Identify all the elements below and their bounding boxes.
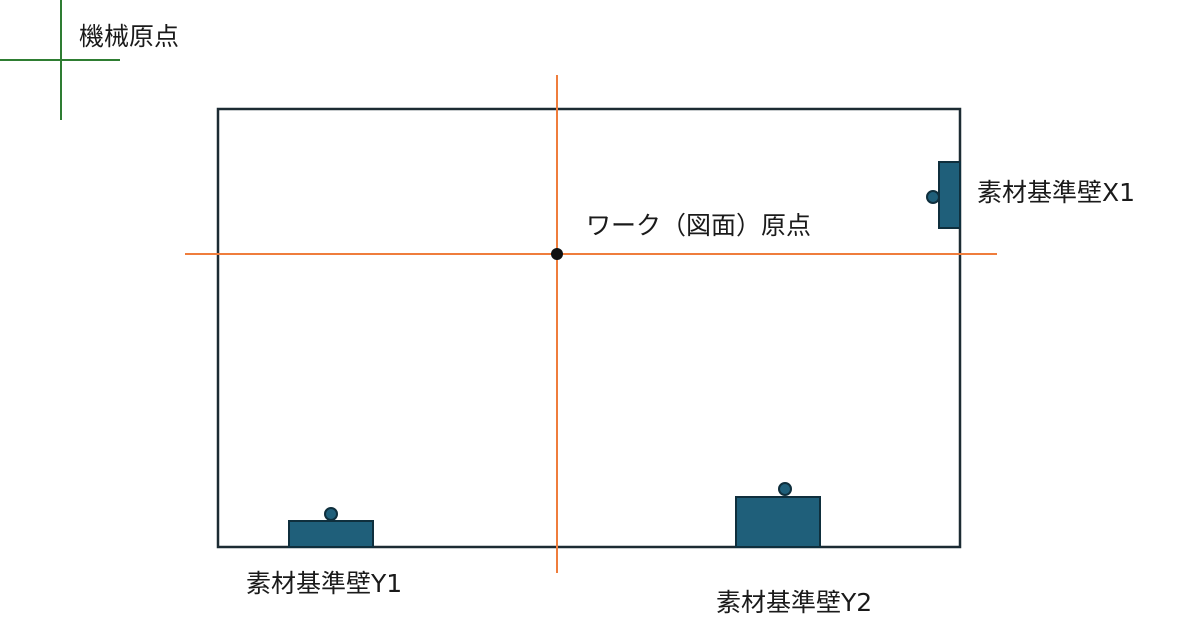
work-origin-axes xyxy=(185,75,997,573)
contact-probe-x1-icon xyxy=(926,190,940,204)
workpiece-outline xyxy=(216,107,962,549)
reference-wall-x1 xyxy=(926,161,961,229)
reference-wall-x1-label: 素材基準壁X1 xyxy=(977,178,1136,207)
machine-origin-label: 機械原点 xyxy=(79,22,180,51)
wall-block-x1 xyxy=(938,161,961,229)
work-origin-label: ワーク（図面）原点 xyxy=(586,211,812,240)
machine-origin-crosshair-icon xyxy=(0,0,120,120)
contact-probe-y2-icon xyxy=(778,482,792,496)
wall-block-y2 xyxy=(735,496,821,548)
reference-wall-y2 xyxy=(735,482,821,548)
contact-probe-y1-icon xyxy=(324,507,338,521)
wall-block-y1 xyxy=(288,520,374,548)
reference-wall-y2-label: 素材基準壁Y2 xyxy=(716,588,873,617)
work-origin-dot-icon xyxy=(551,248,563,260)
reference-wall-y1-label: 素材基準壁Y1 xyxy=(246,569,403,598)
reference-wall-y1 xyxy=(288,507,374,548)
